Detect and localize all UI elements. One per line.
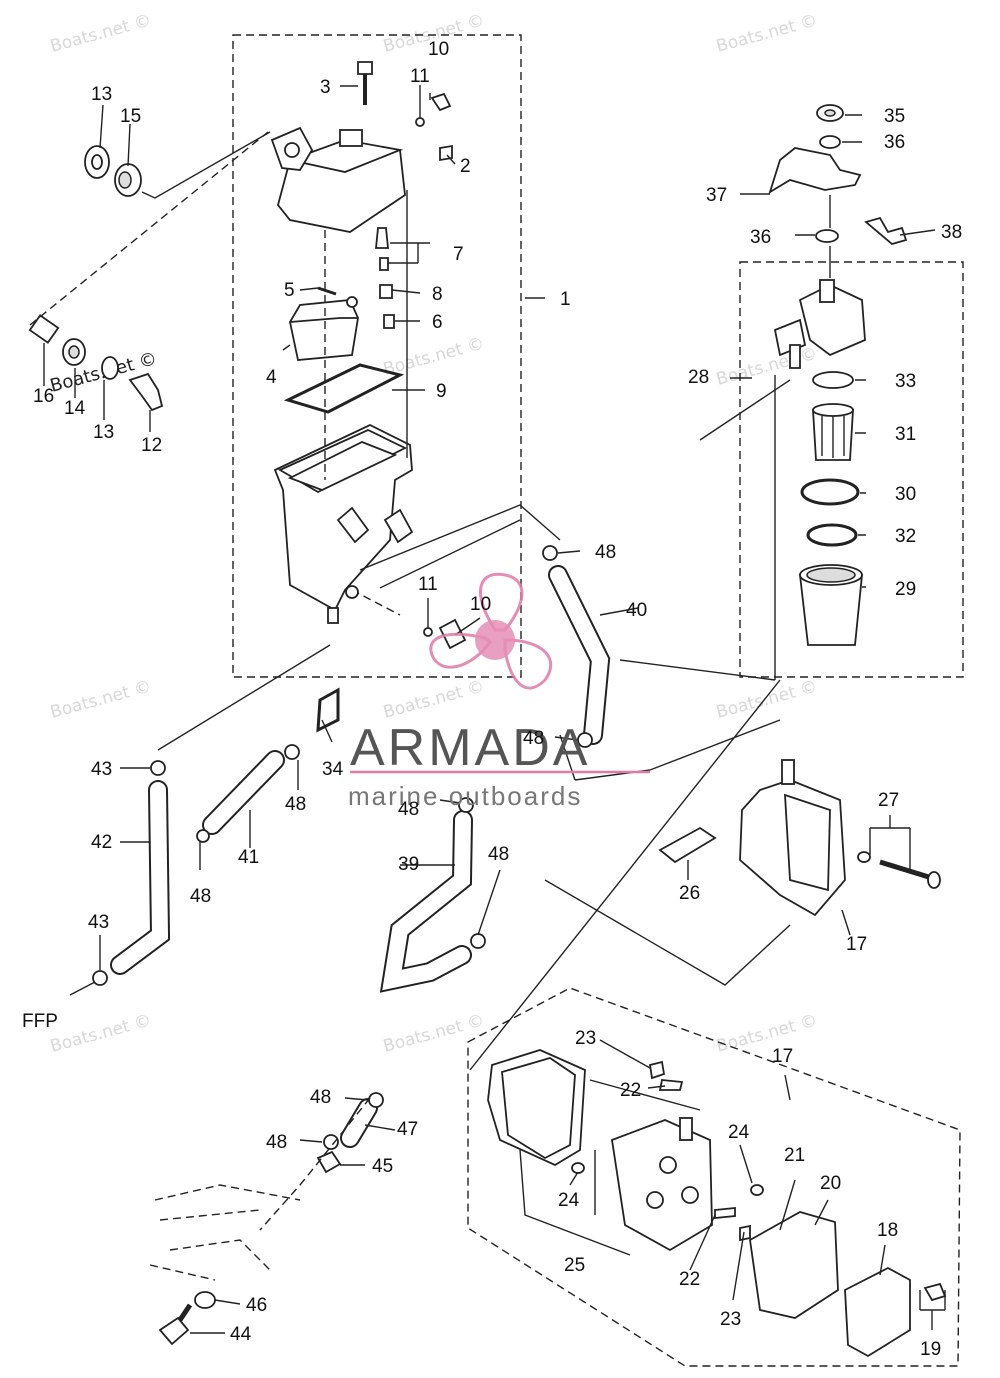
hoses xyxy=(92,545,611,1174)
part-label: 33 xyxy=(895,371,916,392)
part-label: 47 xyxy=(397,1119,418,1140)
part-label: 26 xyxy=(679,883,700,904)
watermark: Boats.net © xyxy=(714,344,819,390)
part-label: 24 xyxy=(728,1122,750,1143)
part-label: 14 xyxy=(64,398,86,419)
part-label: 23 xyxy=(720,1309,741,1330)
part-label: 39 xyxy=(398,854,419,875)
part-label: 11 xyxy=(418,574,438,595)
part-label: 43 xyxy=(88,912,109,933)
part-label: 17 xyxy=(772,1046,793,1067)
part-label: 23 xyxy=(575,1028,596,1049)
part-label: 42 xyxy=(91,832,112,853)
part-label: 27 xyxy=(878,790,899,811)
part-label: 25 xyxy=(564,1255,585,1276)
vapor-separator-assembly xyxy=(270,61,467,650)
part-label: 45 xyxy=(372,1156,393,1177)
part-label: 38 xyxy=(941,222,962,243)
part-label: 48 xyxy=(398,799,419,820)
part-label: 9 xyxy=(436,381,447,402)
part-label: 43 xyxy=(91,759,112,780)
part-label: 48 xyxy=(190,886,211,907)
part-label: 15 xyxy=(120,106,141,127)
propeller-icon xyxy=(429,572,553,690)
watermark: Boats.net © xyxy=(381,677,486,723)
part-label: 28 xyxy=(688,367,709,388)
part-label: 32 xyxy=(895,526,916,547)
group-box-1 xyxy=(232,34,522,678)
part-label: 48 xyxy=(595,542,616,563)
part-label: 16 xyxy=(33,386,54,407)
part-label: 48 xyxy=(285,794,306,815)
group-box-28 xyxy=(739,261,964,678)
fuel-filter-assembly xyxy=(768,104,908,680)
part-label: 41 xyxy=(238,847,259,868)
part-label: 1 xyxy=(560,289,571,310)
part-label: 35 xyxy=(884,106,905,127)
part-label: 8 xyxy=(432,284,443,305)
part-label: 48 xyxy=(488,844,509,865)
part-label: 7 xyxy=(453,244,464,265)
part-label: 21 xyxy=(784,1145,805,1166)
part-label: 22 xyxy=(679,1269,700,1290)
watermark: Boats.net © xyxy=(714,677,819,723)
logo-brand-text: ARMADA xyxy=(350,719,590,777)
logo-tagline-text: marine outboards xyxy=(348,781,582,811)
part-label: 31 xyxy=(895,424,916,445)
bottom-fittings xyxy=(149,1184,301,1346)
leader-lines xyxy=(43,85,946,1334)
part-label: 18 xyxy=(877,1220,898,1241)
part-label: 12 xyxy=(141,435,162,456)
part-label: 13 xyxy=(93,422,114,443)
part-label: FFP xyxy=(22,1011,58,1032)
part-label: 3 xyxy=(320,77,331,98)
part-label: 5 xyxy=(284,280,295,301)
part-label: 10 xyxy=(428,39,449,60)
part-label: 19 xyxy=(920,1339,941,1360)
part-label: 36 xyxy=(884,132,905,153)
part-label: 46 xyxy=(246,1295,267,1316)
part-label: 11 xyxy=(410,66,430,87)
part-label: 34 xyxy=(322,759,344,780)
part-label: 13 xyxy=(91,84,112,105)
part-label: 48 xyxy=(310,1087,331,1108)
part-label: 17 xyxy=(846,934,867,955)
part-label: 2 xyxy=(460,156,471,177)
part-label: 36 xyxy=(750,227,771,248)
armada-logo: ARMADA marine outboards xyxy=(348,572,650,811)
part-label: 30 xyxy=(895,484,916,505)
part-label: 24 xyxy=(558,1190,580,1211)
part-label: 40 xyxy=(626,600,647,621)
left-fittings xyxy=(28,131,271,412)
part-label: 44 xyxy=(230,1324,252,1345)
part-label: 20 xyxy=(820,1173,841,1194)
part-label: 4 xyxy=(266,367,277,388)
part-label: 10 xyxy=(470,594,491,615)
watermark: Boats.net © xyxy=(48,11,153,57)
part-labels: 1 2 3 4 5 6 7 8 9 10 10 11 11 12 13 13 1… xyxy=(22,39,962,1360)
part-label: 37 xyxy=(706,185,727,206)
watermark: Boats.net © xyxy=(714,11,819,57)
watermark: Boats.net © xyxy=(714,1011,819,1057)
watermark: Boats.net © xyxy=(48,1011,153,1057)
part-label: 29 xyxy=(895,579,916,600)
fuel-pump xyxy=(658,759,941,917)
watermark: Boats.net © xyxy=(48,677,153,723)
part-label: 48 xyxy=(523,728,544,749)
part-label: 48 xyxy=(266,1132,287,1153)
part-label: 6 xyxy=(432,312,443,333)
fuel-pump-exploded xyxy=(487,1049,947,1358)
watermark: Boats.net © xyxy=(381,1011,486,1057)
part-label: 22 xyxy=(620,1080,641,1101)
